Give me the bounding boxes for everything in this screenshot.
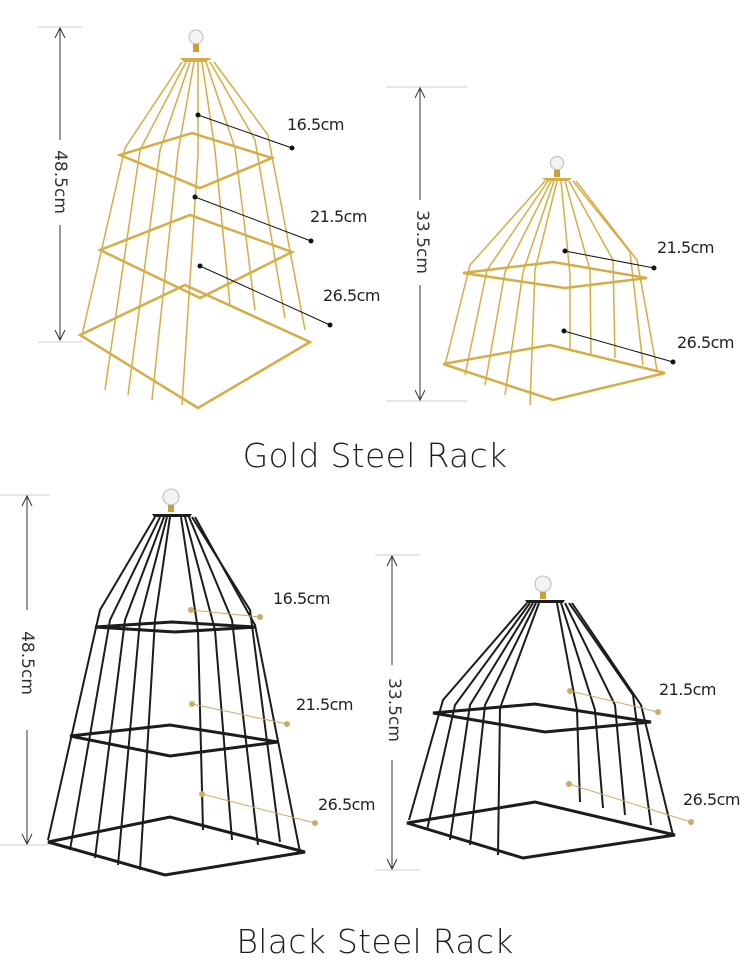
- gold-two-tier-rack: 33.5cm 21.5cm 26.5cm: [375, 60, 750, 420]
- tier-width-label: 21.5cm: [659, 680, 717, 699]
- tier-width-label: 26.5cm: [683, 790, 741, 809]
- tier-width-label: 16.5cm: [287, 115, 345, 134]
- black-three-tier-rack: 48.5cm 16.5cm 21.5cm 26.5cm: [0, 480, 376, 880]
- gold-two-tier-rack-drawing: [387, 86, 676, 406]
- height-label: 33.5cm: [383, 678, 404, 742]
- tier-width-label: 21.5cm: [657, 238, 715, 257]
- tier-width-label: 26.5cm: [323, 286, 381, 305]
- height-label: 48.5cm: [16, 631, 37, 695]
- gold-three-tier-rack: 48.5cm 16.5cm 21.5cm 26.5cm: [0, 0, 381, 420]
- tier-width-label: 16.5cm: [273, 589, 331, 608]
- black-section-caption: Black Steel Rack: [236, 922, 514, 961]
- tier-width-label: 21.5cm: [310, 207, 368, 226]
- gold-section-caption: Gold Steel Rack: [242, 436, 508, 475]
- gold-three-tier-rack-drawing: [38, 26, 333, 410]
- black-two-tier-rack-drawing: [375, 554, 694, 871]
- height-label: 33.5cm: [411, 210, 432, 274]
- tier-width-label: 21.5cm: [296, 695, 354, 714]
- tier-width-label: 26.5cm: [318, 795, 376, 814]
- height-label: 48.5cm: [49, 150, 70, 214]
- black-two-tier-rack: 33.5cm 21.5cm 26.5cm: [375, 540, 750, 880]
- tier-width-label: 26.5cm: [677, 333, 735, 352]
- black-three-tier-rack-drawing: [0, 488, 318, 877]
